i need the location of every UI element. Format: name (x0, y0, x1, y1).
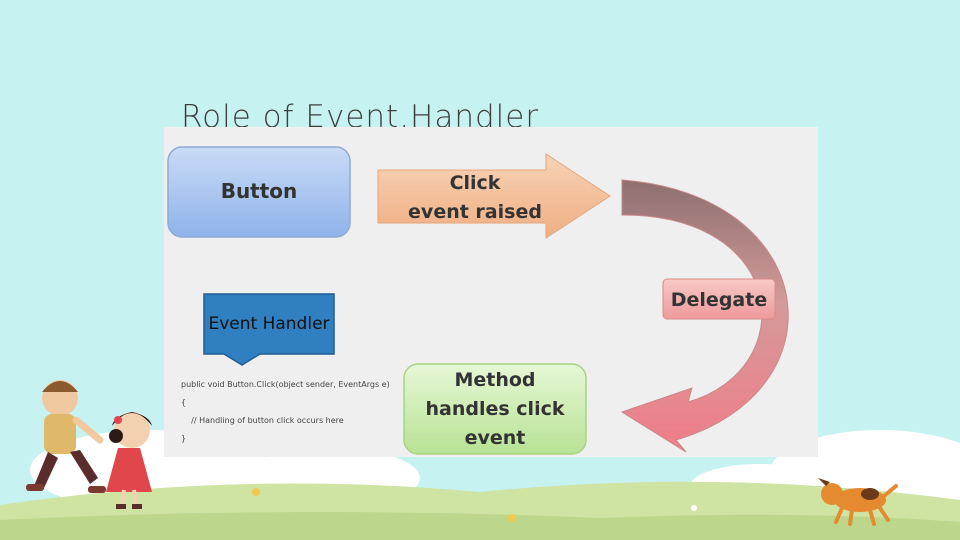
method-line1: Method (454, 369, 535, 391)
click-event-line2: event raised (408, 201, 542, 223)
code-line: } (181, 434, 187, 443)
event-handler-label: Event Handler (208, 314, 330, 334)
click-event-line1: Click (450, 172, 501, 194)
code-snippet: public void Button.Click(object sender, … (181, 376, 390, 448)
method-line3: event (465, 427, 526, 449)
delegate-label: Delegate (671, 289, 767, 311)
button-box-label: Button (221, 179, 298, 203)
click-event-arrow (377, 153, 611, 239)
code-line: // Handling of button click occurs here (181, 416, 344, 425)
code-line: { (181, 398, 187, 407)
method-line2: handles click (426, 398, 565, 420)
curved-arrow (620, 179, 789, 453)
event-handler-callout (203, 293, 335, 366)
code-line: public void Button.Click(object sender, … (181, 380, 390, 389)
method-box (403, 363, 587, 455)
kids-illustration (26, 380, 152, 509)
button-box (167, 146, 351, 238)
dog-illustration (818, 478, 898, 526)
flowers (252, 488, 697, 522)
delegate-box (662, 278, 776, 320)
